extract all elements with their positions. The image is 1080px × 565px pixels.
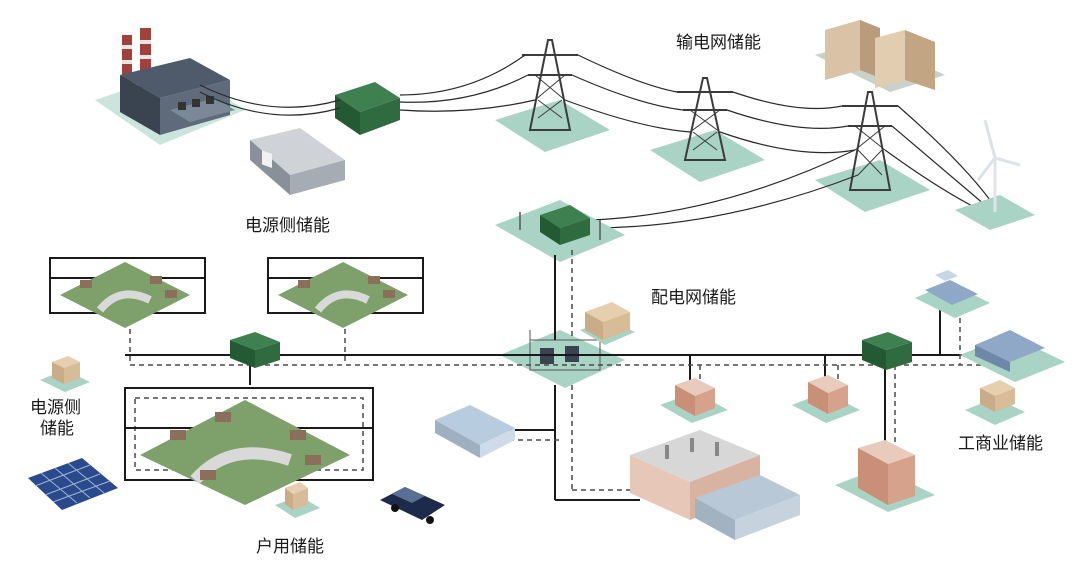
label-line-1: 电源侧 — [30, 398, 81, 418]
office-building-icon — [435, 405, 515, 458]
office-building-icon — [915, 270, 990, 318]
label-commercial-industrial-storage: 工商业储能 — [958, 434, 1043, 454]
label-source-side-storage-left: 电源侧 储能 — [30, 398, 110, 441]
factory-icon — [630, 430, 800, 540]
label-line-2: 储能 — [40, 419, 74, 440]
office-building-icon — [835, 440, 935, 512]
office-building-icon — [660, 378, 728, 423]
transmission-lines — [199, 54, 991, 229]
office-building-icon — [815, 20, 945, 92]
solar-panel-icon — [28, 458, 118, 510]
residential-community-icon — [49, 257, 206, 328]
label-source-side-storage: 电源侧储能 — [245, 216, 330, 236]
grid-wiring-dashed — [129, 250, 1020, 491]
office-building-icon — [960, 330, 1065, 382]
transmission-tower-icon — [815, 91, 930, 212]
transformer-icon — [862, 332, 912, 370]
label-household-storage: 户用储能 — [256, 537, 324, 557]
residential-community-icon — [124, 387, 374, 505]
wind-turbine-icon — [955, 119, 1035, 230]
label-distribution-storage: 配电网储能 — [651, 288, 736, 308]
residential-community-icon — [267, 257, 424, 328]
battery-container-icon — [250, 128, 345, 195]
transmission-tower-icon — [495, 39, 610, 152]
electric-car-icon — [380, 487, 445, 524]
transmission-tower-icon — [650, 77, 765, 182]
office-building-icon — [792, 375, 860, 423]
transformer-icon — [230, 332, 280, 368]
label-transmission-storage: 输电网储能 — [676, 33, 761, 53]
battery-container-icon — [275, 482, 320, 518]
substation-icon — [495, 200, 625, 262]
office-building-icon — [965, 380, 1025, 425]
battery-container-icon — [40, 356, 90, 392]
office-building-icon — [580, 302, 635, 345]
power-plant-icon — [95, 28, 245, 145]
transformer-icon — [335, 82, 400, 135]
